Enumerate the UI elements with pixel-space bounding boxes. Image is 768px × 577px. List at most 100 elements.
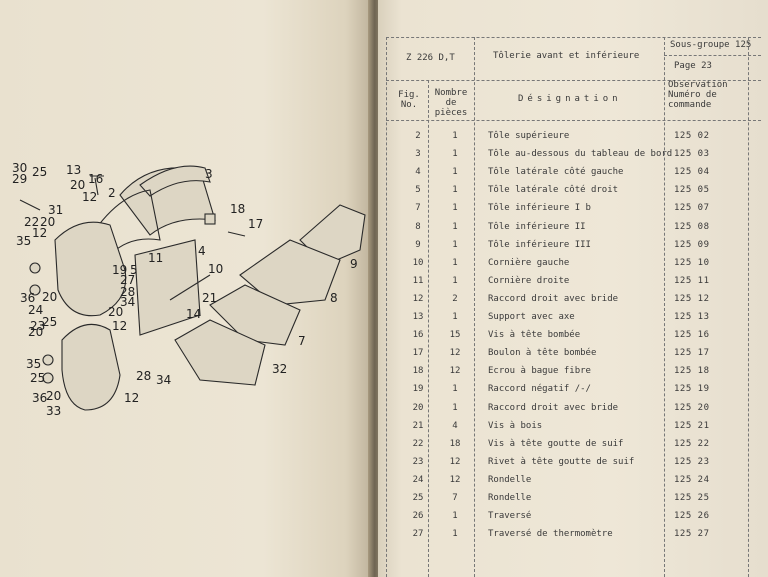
diagram-callout: 20 [40,215,55,229]
diagram-callout: 31 [48,203,63,217]
diagram-callout: 35 [16,234,31,248]
piece-count: 12 [449,366,461,377]
diagram-callout: 7 [298,334,306,348]
washer [29,284,41,296]
part-designation: Rondelle [488,474,532,485]
fig-number: 27 [412,529,424,540]
fig-number: 23 [412,456,424,467]
rule [474,37,475,577]
piece-count: 1 [452,384,458,395]
diagram-callout: 24 [28,303,43,317]
column-header-fig: Fig. No. [398,90,420,110]
piece-count: 7 [452,493,458,503]
piece-count: 1 [452,185,458,196]
diagram-callout: 8 [330,291,338,305]
diagram-callout: 2 [108,186,116,200]
piece-count: 1 [452,131,458,141]
diagram-callout: 10 [208,262,223,276]
order-number: 125 12 [674,293,710,304]
piece-count: 1 [452,239,458,250]
piece-count: 1 [452,149,458,160]
order-number: 125 27 [674,529,710,540]
part-designation: Raccord droit avec bride [488,293,619,304]
diagram-callout: 20 [42,290,57,304]
fig-number: 13 [412,312,424,322]
part-designation: Ecrou à bague fibre [488,366,591,377]
order-number: 125 26 [674,511,710,522]
part-4-side-sheet [134,239,201,336]
fig-number: 22 [412,438,424,449]
diagram-callout: 4 [198,244,206,258]
part-designation: Vis à tête goutte de suif [488,438,624,449]
part-designation: Cornière gauche [488,257,570,268]
part-designation: Cornière droite [488,275,570,286]
part-designation: Raccord droit avec bride [488,402,619,413]
fig-number: 5 [415,185,421,196]
piece-count: 12 [449,474,461,485]
order-number: 125 11 [674,275,710,286]
fig-number: 24 [412,474,424,485]
diagram-callout: 25 [42,315,57,329]
diagram-callout: 34 [120,295,135,309]
diagram-callout: 33 [46,404,61,418]
piece-count: 12 [449,456,461,467]
part-upper-panel [94,189,161,256]
column-header-designation: Désignation [518,94,622,104]
fig-number: 20 [412,402,424,413]
diagram-callout: 35 [26,357,41,371]
order-number: 125 20 [674,402,710,413]
piece-count: 1 [452,275,458,286]
page-label: Page 23 [674,61,712,71]
order-number: 125 03 [674,149,710,160]
diagram-callout: 27 [120,273,135,287]
subgroup-label: Sous-groupe 125 [670,40,752,50]
diagram-callout: 36 [32,391,47,405]
order-number: 125 21 [674,420,710,431]
part-designation: Tôle inférieure II [488,221,586,232]
fig-number: 18 [412,366,424,377]
fig-number: 21 [412,420,424,431]
section-title: Tôlerie avant et inférieure [493,51,640,61]
diagram-callout: 20 [108,305,123,319]
part-designation: Rondelle [488,493,532,503]
fig-number: 3 [415,149,421,160]
piece-count: 12 [449,348,461,359]
piece-count: 18 [449,438,461,449]
right-page: Z 226 D,T Tôlerie avant et inférieure So… [378,0,768,577]
part-designation: Support avec axe [488,312,575,322]
fig-number: 8 [415,221,421,232]
part-designation: Tôle latérale côté gauche [488,167,624,178]
table-row: 23 12 Rivet à tête goutte de suif 125 23 [378,454,768,472]
order-number: 125 13 [674,312,710,322]
piece-count: 1 [452,167,458,178]
column-header-qty: Nombre de pièces [434,88,468,118]
washer [42,372,54,384]
part-designation: Tôle supérieure [488,131,570,141]
diagram-callout: 34 [156,373,171,387]
piece-count: 1 [452,402,458,413]
part-10-angle [169,274,211,301]
diagram-callout: 19 [112,263,127,277]
part-designation: Rivet à tête goutte de suif [488,456,635,467]
diagram-callout: 16 [88,172,103,186]
order-number: 125 24 [674,474,710,485]
order-number: 125 23 [674,456,710,467]
diagram-callout: 20 [46,389,61,403]
part-3-sheet [139,165,211,197]
